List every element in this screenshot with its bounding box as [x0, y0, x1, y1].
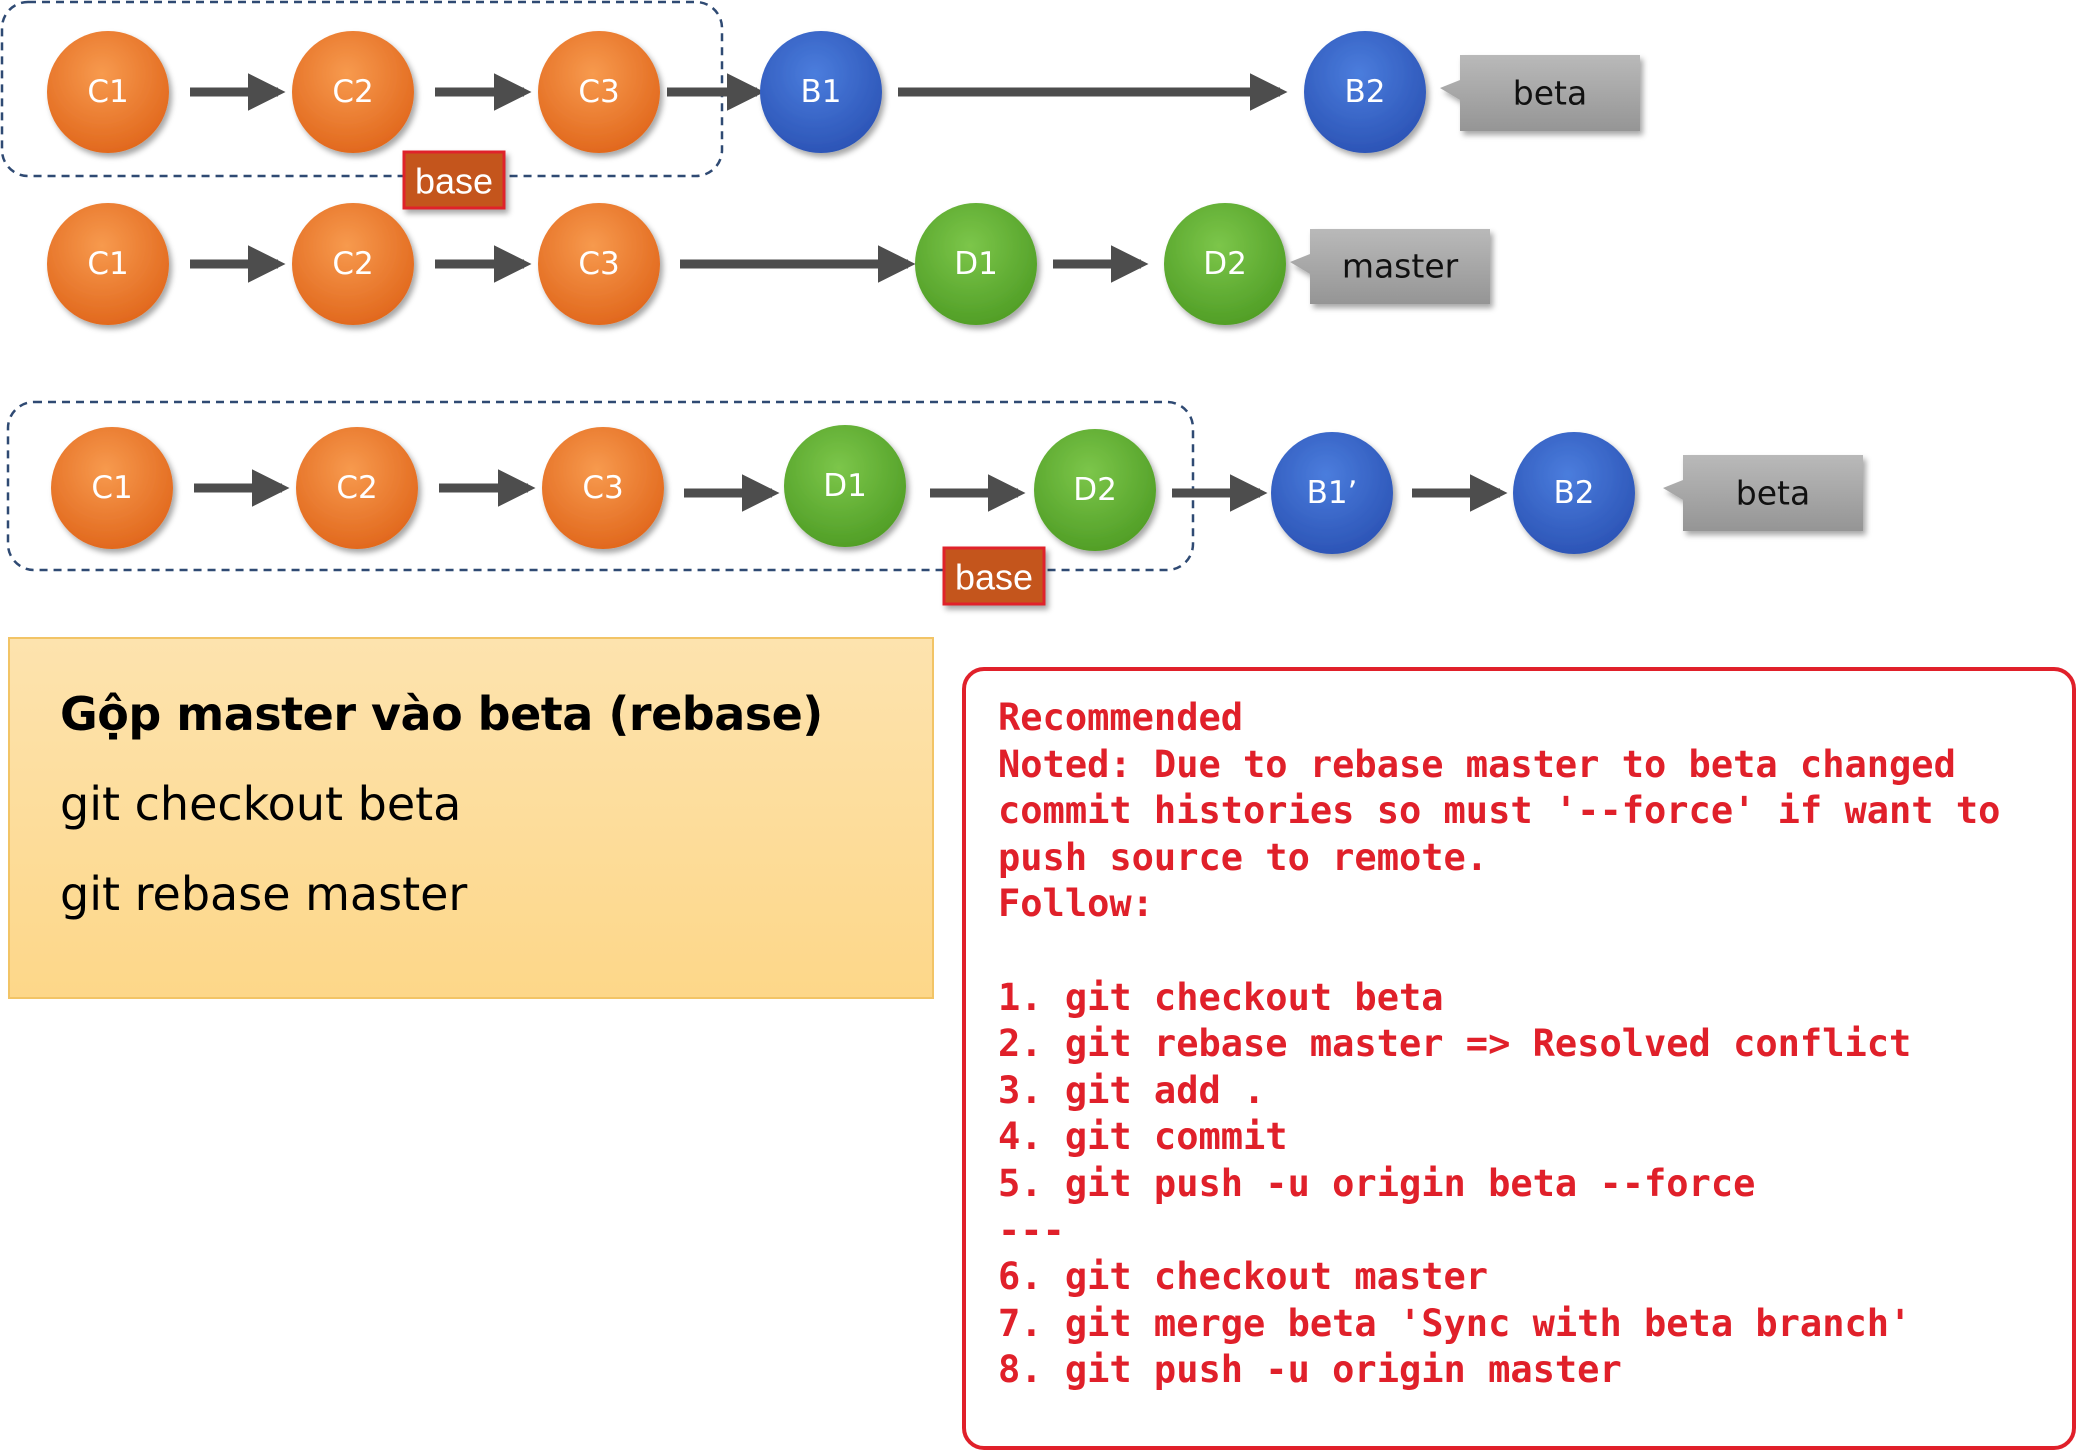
commit-node-c1	[47, 31, 169, 153]
row3-arrows	[194, 469, 1508, 512]
branch-tag-label: master	[1342, 247, 1459, 286]
row3-group-box	[6, 400, 1195, 572]
branch-tag-beta-row3: beta	[1663, 455, 1863, 531]
recommend-line: 4. git commit	[998, 1115, 1288, 1159]
commit-node-d2	[1164, 203, 1286, 325]
row1-nodes: C1 C2 C3 B1 B2	[47, 31, 1426, 153]
base-label: base	[955, 557, 1033, 598]
row2-nodes: C1 C2 C3 D1 D2	[47, 203, 1286, 325]
recommend-line: Recommended	[998, 696, 1244, 739]
summary-box: Gộp master vào beta (rebase) git checkou…	[8, 637, 934, 999]
commit-label: B2	[1554, 475, 1595, 511]
recommend-line: Noted: Due to rebase master to beta chan…	[998, 742, 1956, 786]
commit-label: C3	[578, 246, 619, 282]
branch-tag-beta-row1: beta	[1440, 55, 1640, 131]
recommend-line: 6. git checkout master	[998, 1255, 1489, 1299]
commit-label: C2	[336, 470, 377, 506]
commit-node-c1	[47, 203, 169, 325]
recommend-line: 2. git rebase master => Resolved conflic…	[998, 1022, 1912, 1066]
commit-label: C2	[332, 246, 373, 282]
commit-label: C1	[91, 470, 132, 506]
commit-label: C1	[87, 74, 128, 110]
commit-node-c3	[538, 31, 660, 153]
commit-node-c2	[292, 203, 414, 325]
branch-tag-label: beta	[1736, 474, 1810, 513]
recommend-line: commit histories so must '--force' if wa…	[998, 789, 2001, 833]
commit-label: C2	[332, 74, 373, 110]
summary-command: git rebase master	[60, 867, 468, 921]
git-rebase-diagram: C1 C2 C3 B1 B2 beta base C1 C2 C3 D1 D2	[0, 0, 1863, 606]
commit-label: C3	[582, 470, 623, 506]
commit-label: D2	[1073, 472, 1117, 508]
commit-label: B1’	[1307, 475, 1358, 511]
row1-group-box	[0, 0, 724, 178]
branch-tag-master-row2: master	[1290, 229, 1490, 304]
commit-node-c2	[292, 31, 414, 153]
commit-node-b1-prime	[1271, 432, 1393, 554]
recommend-box: Recommended Noted: Due to rebase master …	[962, 667, 2076, 1450]
commit-label: C1	[87, 246, 128, 282]
commit-node-b2	[1513, 432, 1635, 554]
recommend-line: 5. git push -u origin beta --force	[998, 1161, 1756, 1205]
branch-tag-label: beta	[1513, 74, 1587, 113]
commit-node-d1	[915, 203, 1037, 325]
commit-node-b1	[760, 31, 882, 153]
summary-title: Gộp master vào beta (rebase)	[60, 687, 823, 741]
commit-label: D2	[1203, 246, 1247, 282]
recommend-line	[998, 928, 2072, 975]
commit-label: C3	[578, 74, 619, 110]
base-marker-row1: base	[402, 150, 506, 210]
row3-nodes: C1 C2 C3 D1 D2 B1’ B2	[51, 425, 1635, 554]
recommend-line: push source to remote.	[998, 835, 1489, 879]
commit-node-c1	[51, 427, 173, 549]
commit-label: D1	[954, 246, 998, 282]
commit-label: D1	[823, 468, 867, 504]
recommend-line: 7. git merge beta 'Sync with beta branch…	[998, 1301, 1912, 1345]
recommend-line: Follow:	[998, 882, 1154, 926]
commit-node-d2	[1034, 429, 1156, 551]
commit-node-c2	[296, 427, 418, 549]
commit-node-c3	[538, 203, 660, 325]
commit-node-d1	[784, 425, 906, 547]
recommend-line: ---	[998, 1208, 1065, 1252]
recommend-line: 8. git push -u origin master	[998, 1348, 1622, 1392]
base-marker-row3: base	[942, 546, 1046, 606]
recommend-line: 1. git checkout beta	[998, 975, 1444, 1019]
commit-node-b2	[1304, 31, 1426, 153]
commit-label: B1	[801, 74, 842, 110]
commit-label: B2	[1345, 74, 1386, 110]
base-label: base	[415, 161, 493, 202]
commit-node-c3	[542, 427, 664, 549]
recommend-line: 3. git add .	[998, 1068, 1266, 1112]
summary-command: git checkout beta	[60, 777, 462, 831]
